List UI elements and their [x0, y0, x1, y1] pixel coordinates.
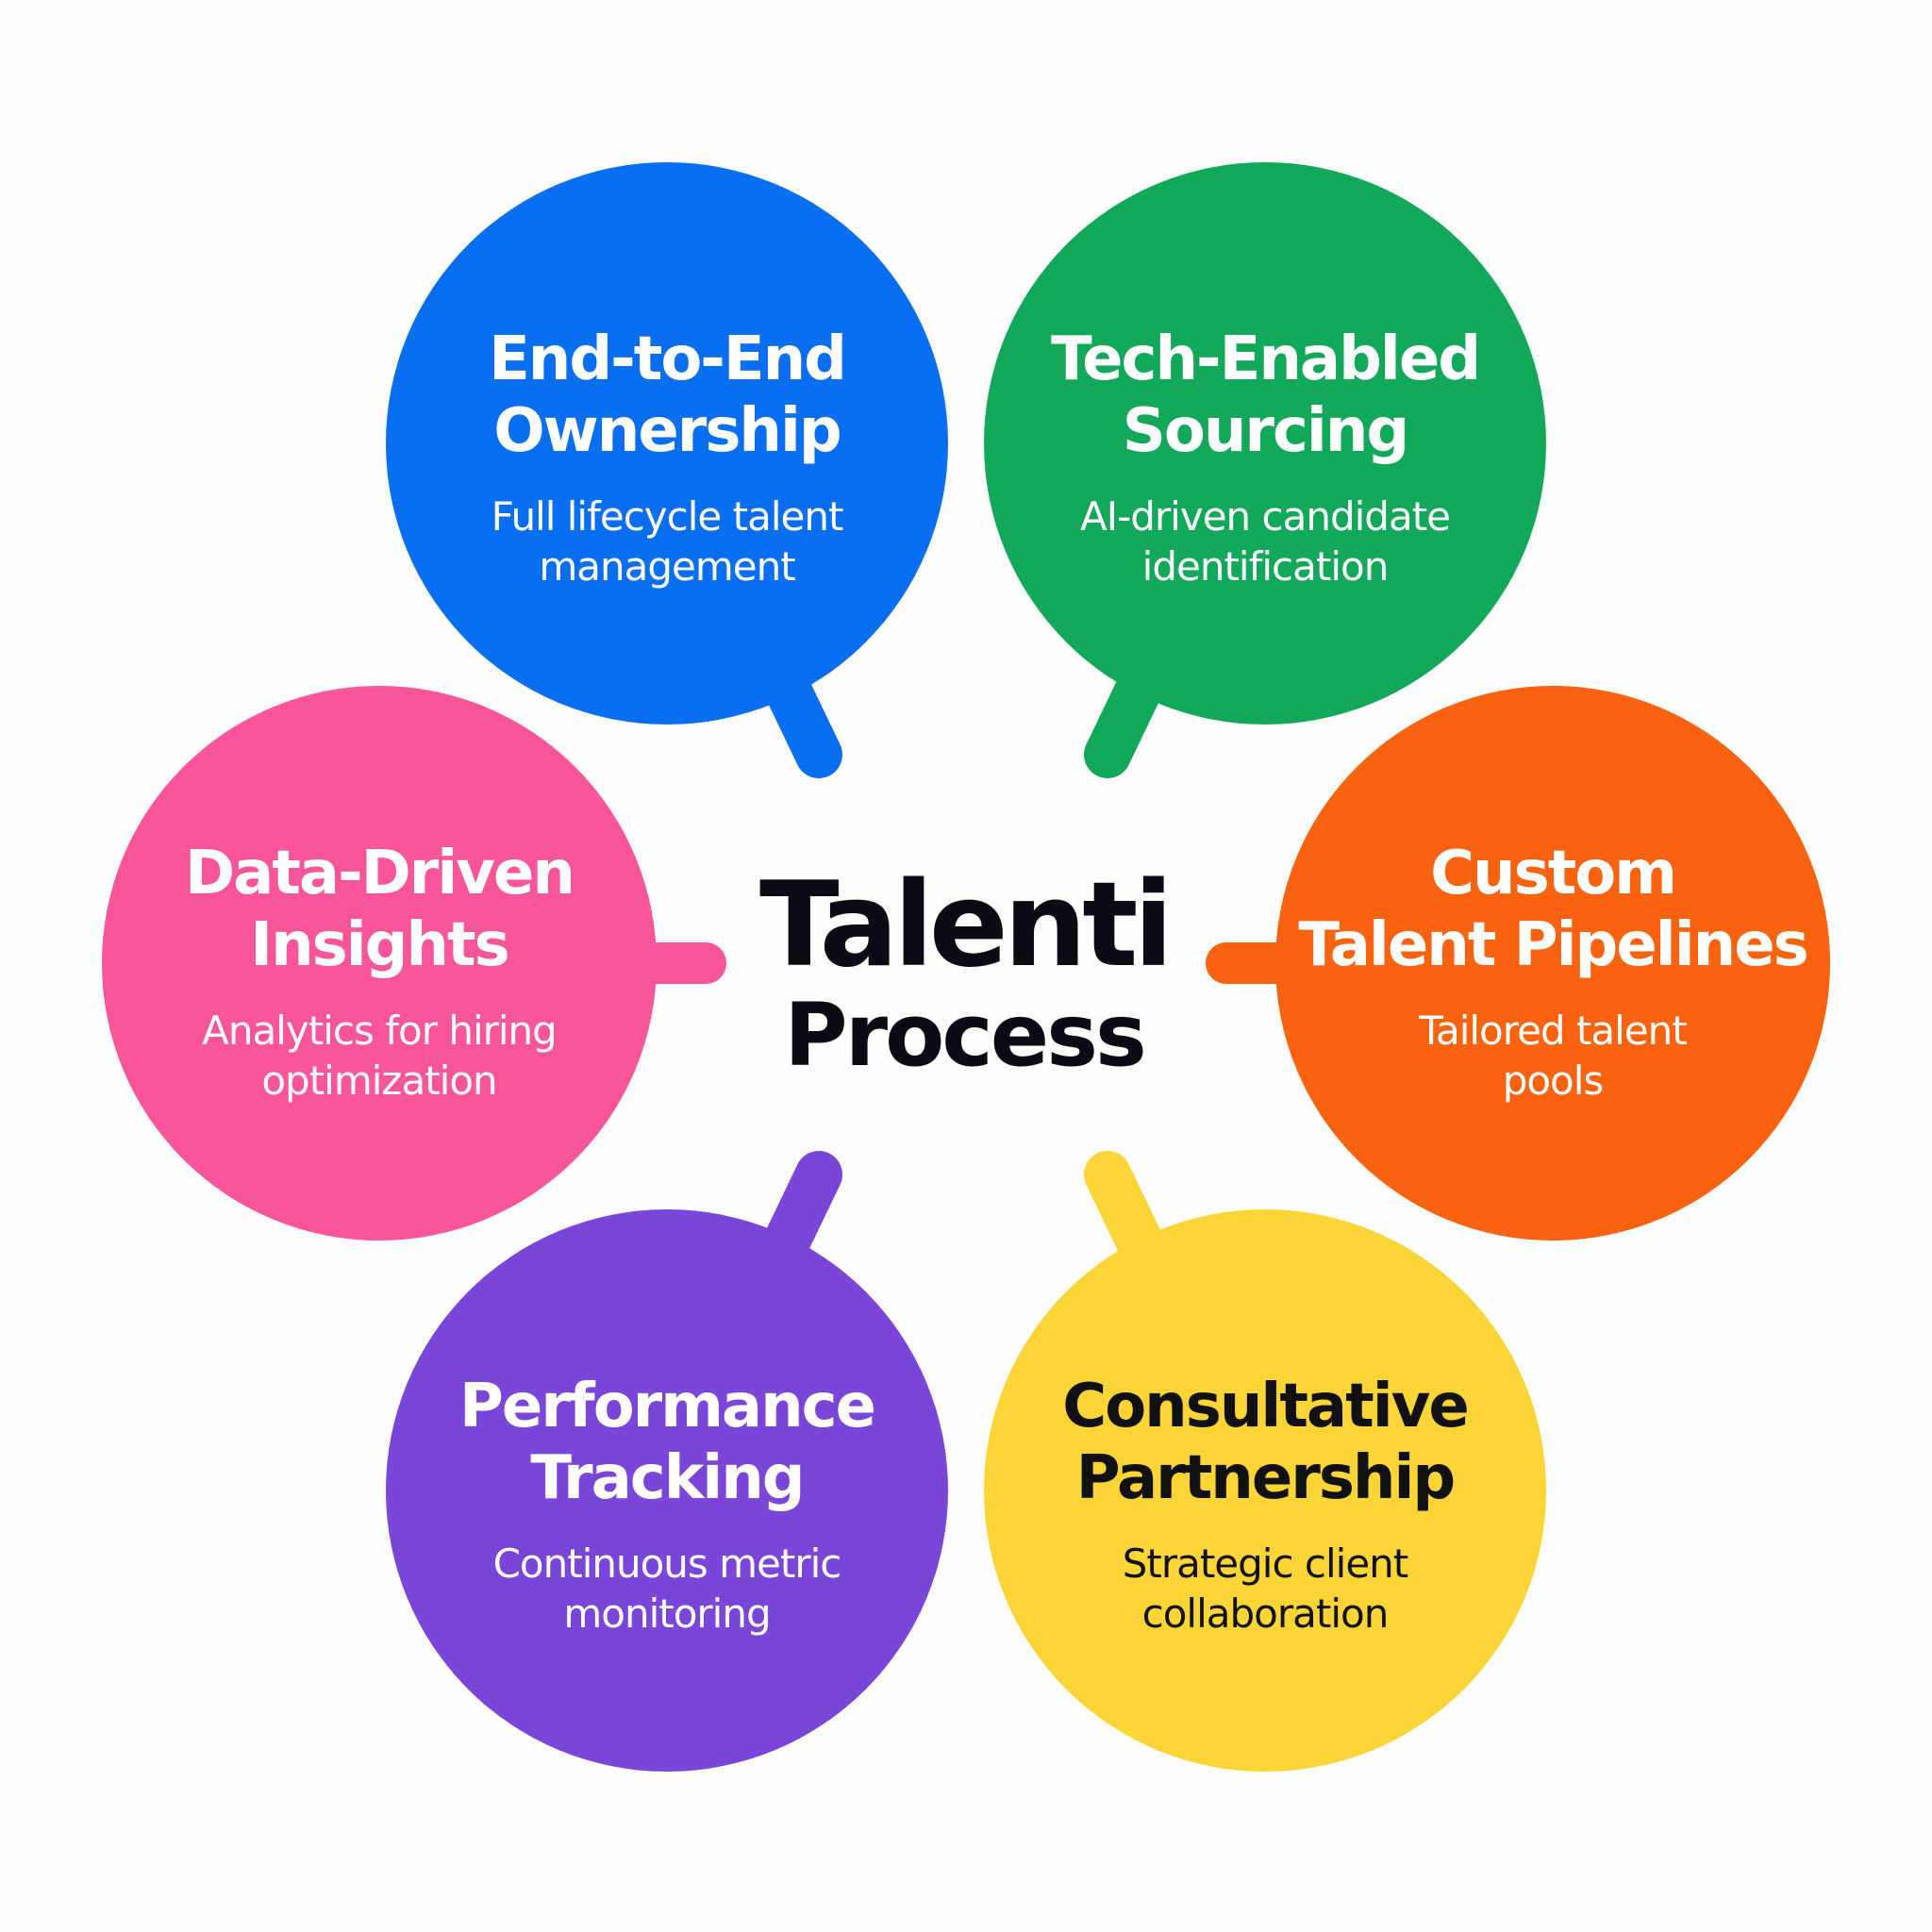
bubble-orange [1275, 686, 1830, 1241]
node-description: Analytics for hiring optimization [202, 1008, 558, 1104]
node-description: Continuous metric monitoring [492, 1541, 842, 1637]
node-description: AI-driven candidate identification [1079, 493, 1451, 590]
bubble-purple [386, 1209, 948, 1772]
node-description: Strategic client collaboration [1122, 1541, 1409, 1637]
node-title: End-to-End Ownership [489, 325, 847, 466]
node-title: Data-Driven Insights [185, 839, 575, 980]
center-label: Talenti Process [759, 858, 1174, 1088]
bubble-blue [386, 162, 948, 724]
bubble-yellow [984, 1209, 1546, 1772]
node-tech-enabled-sourcing: Tech-Enabled Sourcing AI-driven candidat… [1001, 269, 1529, 646]
node-consultative-partnership: Consultative Partnership Strategic clien… [1001, 1316, 1529, 1693]
node-custom-talent-pipelines: Custom Talent Pipelines Tailored talent … [1289, 783, 1817, 1160]
node-title: Custom Talent Pipelines [1298, 839, 1808, 980]
node-title: Consultative Partnership [1062, 1372, 1470, 1513]
node-data-driven-insights: Data-Driven Insights Analytics for hirin… [115, 783, 643, 1160]
center-subtitle: Process [784, 985, 1146, 1086]
node-description: Tailored talent pools [1419, 1008, 1687, 1104]
bubble-green [984, 162, 1546, 724]
node-title: Performance Tracking [458, 1372, 876, 1513]
node-end-to-end-ownership: End-to-End Ownership Full lifecycle tale… [403, 269, 931, 646]
node-title: Tech-Enabled Sourcing [1050, 325, 1481, 466]
node-performance-tracking: Performance Tracking Continuous metric m… [403, 1316, 931, 1693]
node-description: Full lifecycle talent management [491, 493, 844, 590]
center-title: Talenti [759, 858, 1174, 993]
bubble-pink [102, 686, 657, 1241]
